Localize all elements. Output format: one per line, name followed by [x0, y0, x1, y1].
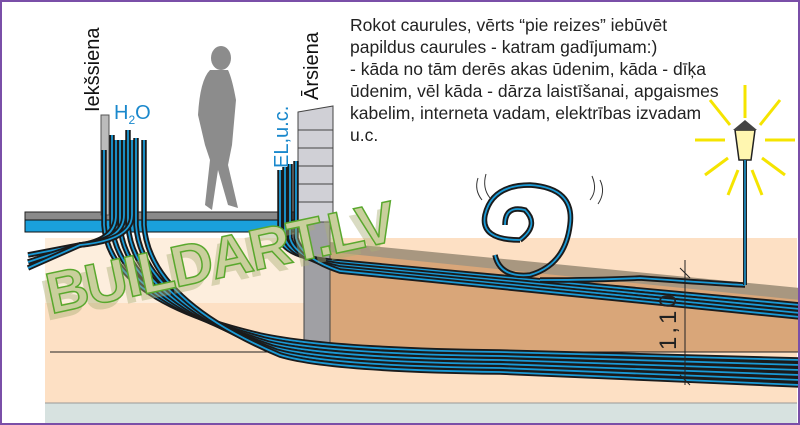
pipe-electric-core	[295, 161, 800, 318]
pipe-left-core	[27, 140, 133, 269]
pipe-main-core	[143, 140, 800, 386]
garden-lamp	[695, 85, 795, 285]
pipe-lamp-core	[539, 277, 746, 286]
water-sub: 2	[128, 113, 136, 127]
motion-marks	[476, 173, 604, 205]
depth-dimension	[679, 260, 691, 386]
pipes	[26, 130, 800, 388]
water-label: H2O	[114, 102, 151, 127]
outer-wall	[297, 105, 334, 345]
base-layer	[45, 403, 797, 423]
pipe-main-core	[103, 150, 800, 361]
pipe-coil-core	[483, 184, 572, 277]
info-note: Rokot caurules, vērts “pie reizes” iebūv…	[350, 15, 719, 145]
water-o: O	[135, 102, 151, 124]
water-h: H	[114, 102, 129, 124]
topsoil	[330, 242, 800, 300]
person-silhouette	[198, 46, 238, 210]
